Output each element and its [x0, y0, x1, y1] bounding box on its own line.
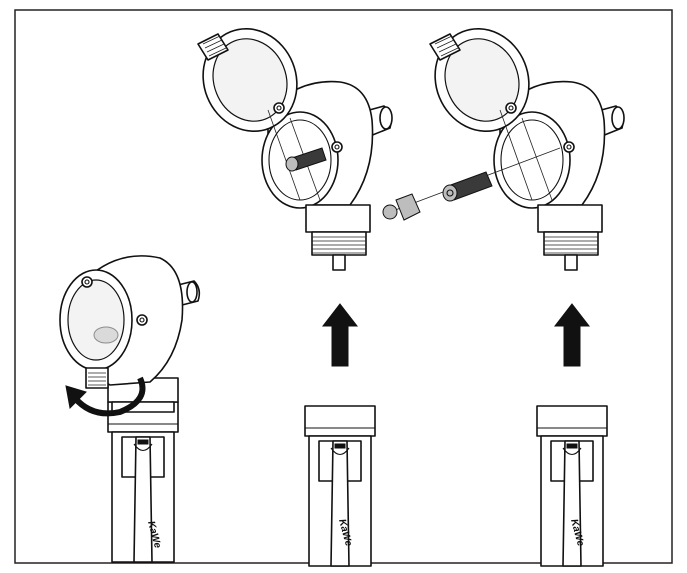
otoscope-head-open: [419, 13, 625, 271]
up-arrow-icon: [554, 303, 590, 367]
step-open-window: KaWe: [187, 13, 393, 567]
lamp-cap: [382, 193, 421, 221]
step-rotate-head: KaWe: [59, 255, 201, 563]
otoscope-handle: KaWe: [107, 401, 179, 563]
otoscope-head-open: [187, 13, 393, 271]
otoscope-handle: KaWe: [304, 405, 376, 567]
replacement-lamp: [442, 171, 493, 202]
step-replace-lamp: KaWe: [382, 13, 625, 567]
magnifier-window: [67, 279, 125, 361]
otoscope-handle: KaWe: [536, 405, 608, 567]
rotation-arrow-icon: [65, 376, 146, 417]
up-arrow-icon: [322, 303, 358, 367]
